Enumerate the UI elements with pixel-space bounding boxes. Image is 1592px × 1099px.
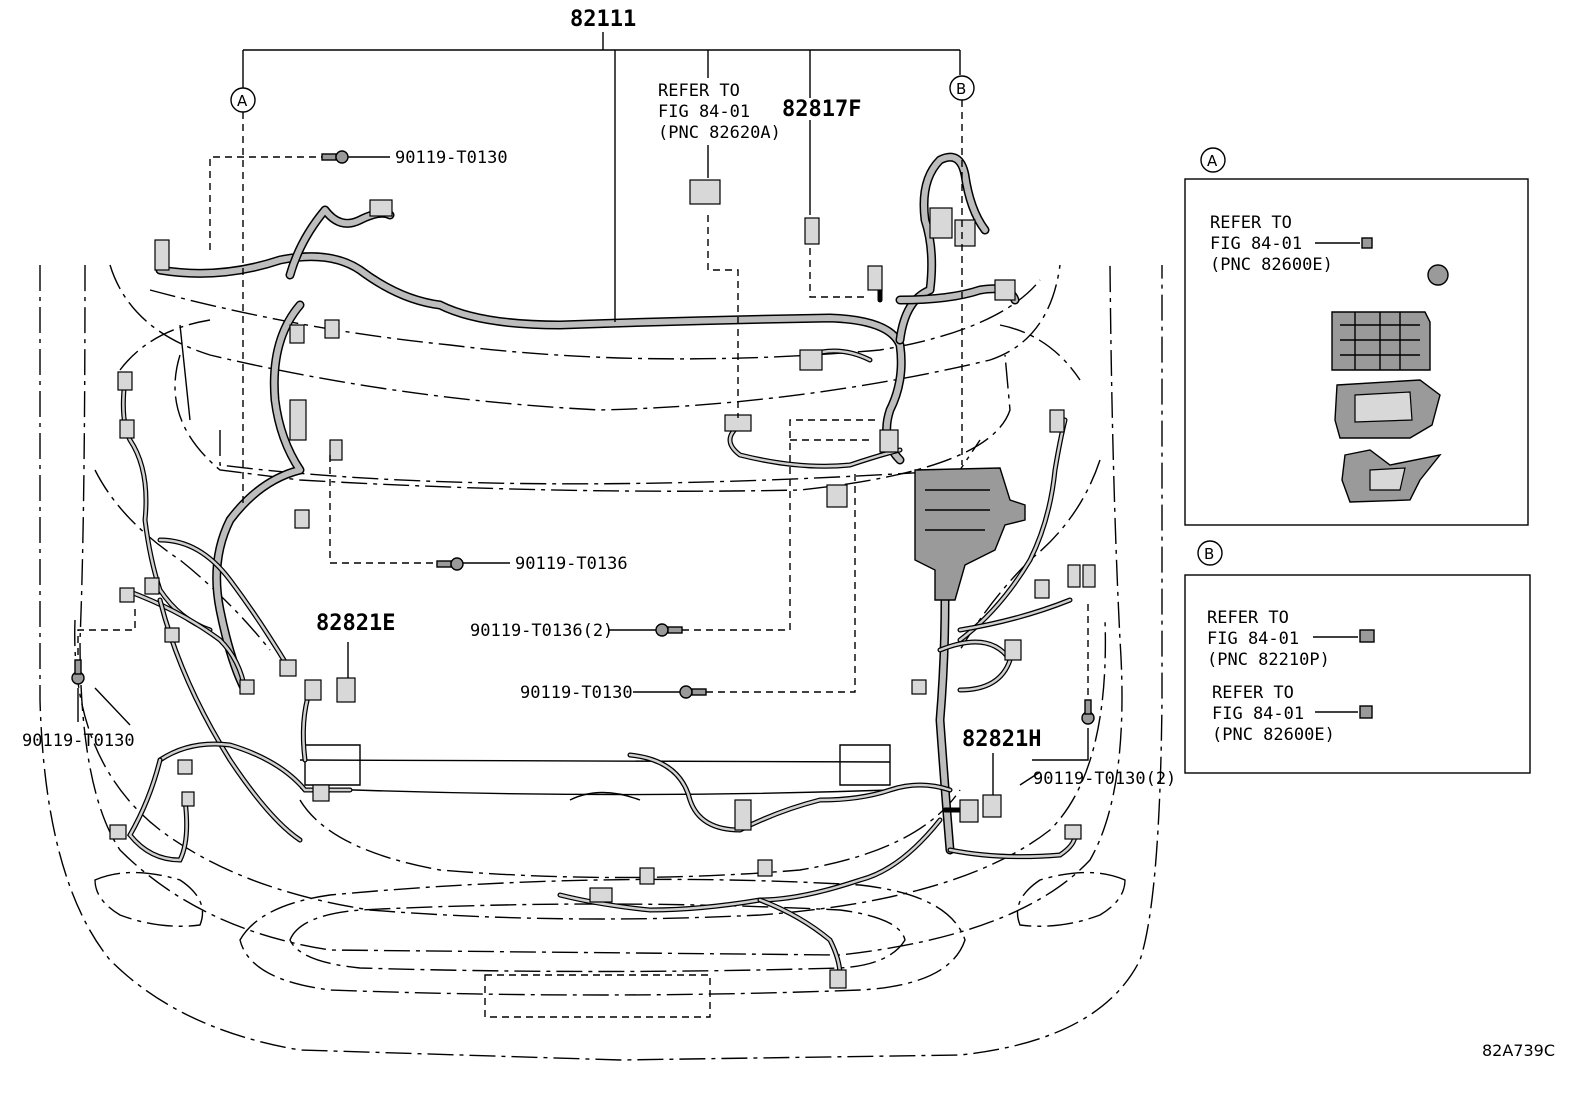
- detail-b-refer-b3: (PNC 82600E): [1212, 725, 1335, 745]
- detail-b-refer-b2: FIG 84-01: [1212, 704, 1304, 724]
- grommet-icon: [1427, 264, 1449, 286]
- detail-b-refer-b1: REFER TO: [1212, 683, 1294, 703]
- leader-lines: [77, 32, 1089, 795]
- detail-b-marker: B: [1204, 545, 1214, 563]
- clip-82600e-icon: [1359, 705, 1373, 719]
- label-bolt-left: 90119-T0130: [22, 731, 135, 751]
- marker-a: A: [237, 92, 248, 110]
- refer-top-line1: REFER TO: [658, 81, 740, 101]
- refer-top-line2: FIG 84-01: [658, 102, 750, 122]
- fuse-box-body-icon: [1331, 311, 1431, 371]
- detail-a-panel: A REFER TO FIG 84-01 (PNC 82600E): [1184, 147, 1529, 526]
- bolt-icon-right: [1081, 699, 1095, 725]
- bolt-icon-center2: [655, 623, 683, 637]
- detail-b-refer-a1: REFER TO: [1207, 608, 1289, 628]
- drawing-code: 82A739C: [1482, 1041, 1555, 1060]
- label-82821h: 82821H: [962, 727, 1041, 752]
- bolt-icon-lower: [679, 685, 707, 699]
- vehicle-outline: [39, 264, 1163, 1061]
- detail-b-panel: B REFER TO FIG 84-01 (PNC 82210P) REFER …: [1184, 540, 1531, 774]
- bolts: [71, 150, 1095, 725]
- part-labels: 82111 A B REFER TO FIG 84-01 (PNC 82620A…: [22, 7, 1555, 1060]
- marker-b: B: [956, 80, 966, 98]
- relay-block: [914, 467, 1026, 601]
- detail-a-box: [1184, 178, 1529, 526]
- fuse-box-cover-icon: [1334, 379, 1441, 439]
- label-82821e: 82821E: [316, 611, 395, 636]
- detail-a-marker: A: [1207, 152, 1218, 170]
- detail-a-refer2: FIG 84-01: [1210, 234, 1302, 254]
- marker-a-circle: [230, 87, 256, 113]
- label-82817f: 82817F: [782, 97, 861, 122]
- connectors: [109, 179, 1096, 989]
- fuse-box-lower-icon: [1341, 449, 1442, 503]
- detail-b-box: [1184, 574, 1531, 774]
- detail-a-refer1: REFER TO: [1210, 213, 1292, 233]
- connector-82821e: [336, 677, 356, 703]
- bolt-icon-top: [321, 150, 349, 164]
- detail-a-refer3: (PNC 82600E): [1210, 255, 1333, 275]
- connector-82620a: [689, 179, 721, 205]
- refer-top-line3: (PNC 82620A): [658, 123, 781, 143]
- connector-82817f: [804, 217, 820, 245]
- label-bolt-center2: 90119-T0136(2): [470, 621, 613, 641]
- clip-82210p-icon: [1359, 629, 1375, 643]
- label-bolt-lower: 90119-T0130: [520, 683, 633, 703]
- detail-b-refer-a2: FIG 84-01: [1207, 629, 1299, 649]
- connector-82821h: [982, 794, 1002, 818]
- clip-icon: [1361, 237, 1373, 249]
- label-bolt-top: 90119-T0130: [395, 148, 508, 168]
- label-bolt-right: 90119-T0130(2): [1033, 769, 1176, 789]
- marker-b-circle: [949, 75, 975, 101]
- label-bolt-center: 90119-T0136: [515, 554, 628, 574]
- bolt-icon-left: [71, 659, 85, 685]
- label-82111: 82111: [570, 7, 636, 32]
- detail-b-refer-a3: (PNC 82210P): [1207, 650, 1330, 670]
- bolt-icon-center: [436, 557, 464, 571]
